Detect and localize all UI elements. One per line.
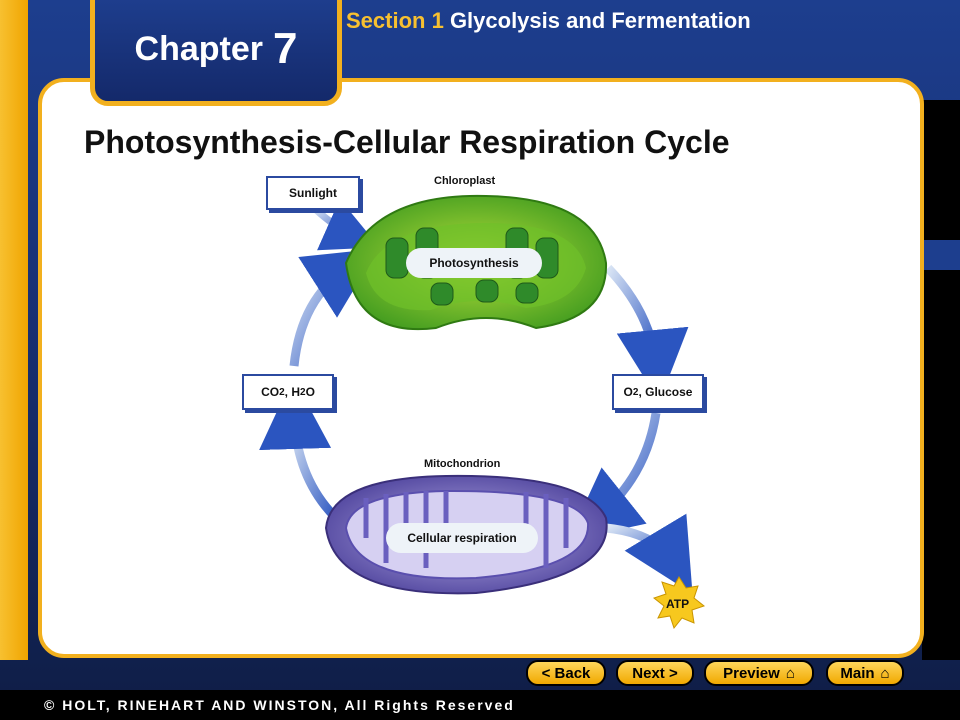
home-icon: ⌂ [785, 664, 795, 682]
next-button[interactable]: Next > [616, 660, 694, 686]
mitochondrion-caption: Mitochondrion [424, 458, 501, 470]
preview-button[interactable]: Preview ⌂ [704, 660, 814, 686]
copyright-text: © HOLT, RINEHART AND WINSTON, All Rights… [44, 697, 515, 713]
o2-glucose-rest: , Glucose [638, 385, 693, 399]
chapter-number: 7 [272, 24, 298, 73]
main-label: Main [840, 664, 875, 682]
preview-label: Preview [723, 664, 780, 682]
co2-h2o-mid: , H [284, 385, 300, 399]
section-label: Section 1 [346, 8, 444, 33]
chapter-word: Chapter [134, 29, 263, 68]
section-heading: Section 1 Glycolysis and Fermentation [346, 8, 751, 34]
left-accent-strip [0, 0, 28, 660]
co2-h2o-co: CO [261, 385, 280, 399]
right-decor [922, 100, 960, 660]
sunlight-arrow [311, 199, 380, 251]
back-button[interactable]: < Back [526, 660, 606, 686]
home-icon: ⌂ [880, 664, 890, 682]
main-button[interactable]: Main ⌂ [826, 660, 904, 686]
arrow-co2-to-chloroplast [289, 248, 379, 367]
o2-glucose-sub: 2 [632, 386, 639, 398]
slide-title: Photosynthesis-Cellular Respiration Cycl… [84, 124, 730, 160]
arrow-o2-to-mitochondrion [567, 412, 661, 541]
atp-label: ATP [666, 597, 690, 611]
atp-burst [652, 576, 706, 630]
section-title: Glycolysis and Fermentation [449, 8, 751, 33]
chloroplast-caption: Chloroplast [434, 175, 496, 187]
co2-h2o-end: O [305, 385, 315, 399]
arrow-to-atp [605, 513, 693, 594]
arrow-mitochondrion-to-co2 [259, 377, 340, 522]
cellular-respiration-label: Cellular respiration [386, 523, 538, 553]
footer-bar: © HOLT, RINEHART AND WINSTON, All Rights… [0, 690, 960, 720]
o2-glucose-o: O [623, 385, 633, 399]
sunlight-box: Sunlight [266, 176, 360, 210]
co2-h2o-sub2: 2 [300, 386, 306, 398]
chapter-tab: Chapter 7 [90, 0, 342, 106]
arrow-chloroplast-to-o2 [604, 264, 689, 402]
photosynthesis-label: Photosynthesis [406, 248, 542, 278]
co2-h2o-sub1: 2 [279, 386, 285, 398]
